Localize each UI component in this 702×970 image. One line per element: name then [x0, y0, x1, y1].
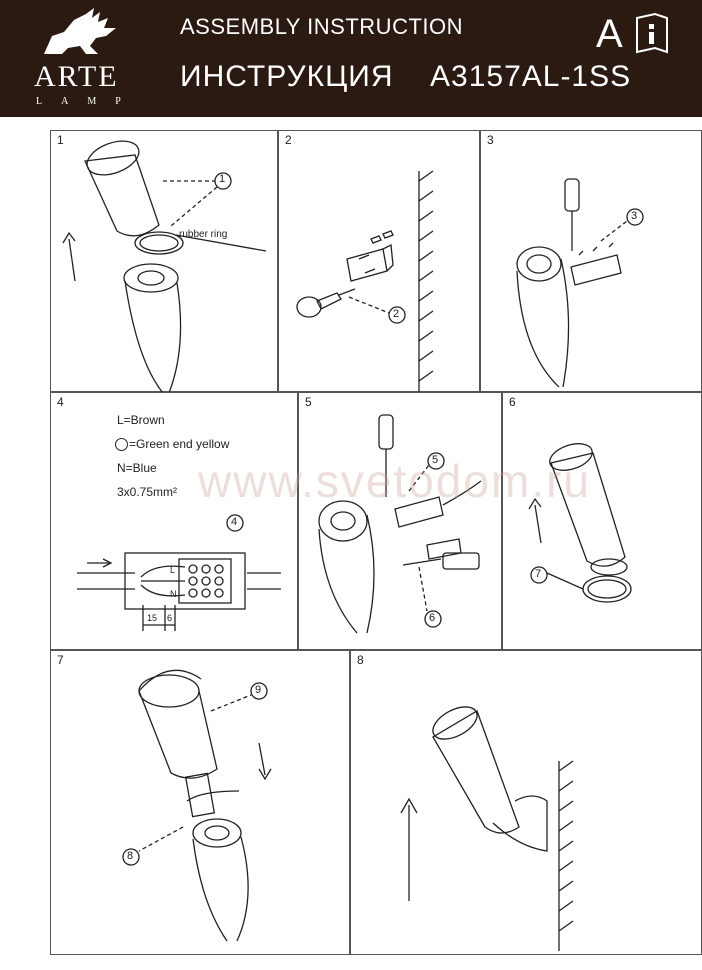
step-number: 6: [509, 395, 516, 409]
legend-blue: N=Blue: [117, 461, 157, 475]
step-number: 3: [487, 133, 494, 147]
dimension-6: 6: [167, 613, 173, 623]
step-8-diagram: [400, 706, 574, 951]
legend-cable: 3x0.75mm²: [117, 485, 178, 499]
callout-4: 4: [231, 516, 238, 528]
brand-subtitle: LAMP: [36, 96, 140, 107]
lion-emblem-icon: [44, 8, 116, 54]
step-1-panel: 1 1 rubber ring: [50, 130, 278, 393]
title-english: ASSEMBLY INSTRUCTION: [180, 14, 464, 39]
step-4-panel: 4 L=Brown =Green end yellow N=Blue 3x0.7…: [50, 392, 298, 650]
step-number: 1: [57, 133, 64, 147]
callout-9: 9: [255, 684, 262, 696]
step-5-diagram: [318, 414, 482, 634]
legend-ground: =Green end yellow: [129, 437, 230, 451]
step-1-diagram: [62, 140, 267, 393]
dimension-15: 15: [147, 613, 158, 623]
callout-1: 1: [219, 173, 226, 185]
step-number: 8: [357, 653, 364, 667]
step-7-diagram: [122, 669, 272, 942]
step-2-diagram: [296, 170, 434, 393]
step-number: 4: [57, 395, 64, 409]
callout-6: 6: [429, 612, 436, 624]
callout-8: 8: [127, 850, 134, 862]
model-number: A3157AL-1SS: [430, 60, 632, 93]
arte-lamp-logo: ARTE LAMP: [26, 6, 144, 110]
terminal-n-label: N: [170, 589, 177, 599]
header: ARTE LAMP ASSEMBLY INSTRUCTION ИНСТРУКЦИ…: [0, 0, 702, 117]
ground-symbol-icon: [115, 438, 128, 451]
terminal-l-label: L: [170, 565, 176, 575]
language-letter: A: [596, 12, 623, 56]
step-4-diagram: [77, 514, 281, 631]
rubber-ring-label: rubber ring: [179, 229, 228, 240]
info-book-icon: [636, 12, 668, 54]
step-2-panel: 2 2: [278, 130, 480, 393]
step-number: 7: [57, 653, 64, 667]
watermark: www.svetodom.ru: [198, 455, 592, 507]
step-7-panel: 7 9 8: [50, 650, 350, 955]
step-5-panel: 5 5 6: [298, 392, 502, 650]
title-russian: ИНСТРУКЦИЯ: [180, 60, 394, 93]
step-number: 2: [285, 133, 292, 147]
step-8-panel: 8: [350, 650, 702, 955]
callout-2: 2: [393, 308, 400, 320]
brand-name: ARTE: [34, 60, 119, 93]
step-3-panel: 3 3: [480, 130, 702, 392]
step-3-diagram: [516, 178, 644, 388]
legend-brown: L=Brown: [117, 413, 165, 427]
callout-3: 3: [631, 210, 638, 222]
callout-5: 5: [432, 454, 439, 466]
step-6-panel: 6 7: [502, 392, 702, 650]
step-number: 5: [305, 395, 312, 409]
step-6-diagram: [528, 443, 632, 603]
callout-7: 7: [535, 568, 542, 580]
